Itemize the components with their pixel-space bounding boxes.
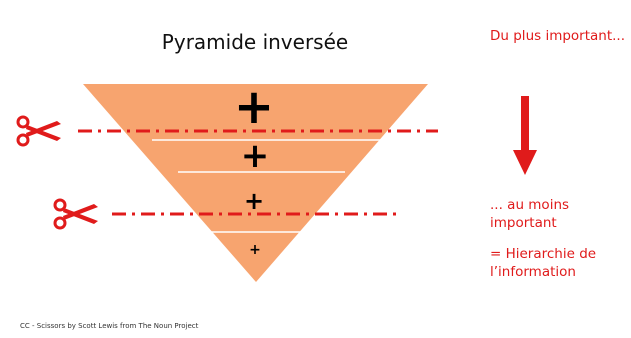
pyramid-shape xyxy=(83,84,428,282)
diagram-title: Pyramide inversée xyxy=(161,30,349,54)
note-most-important: Du plus important... xyxy=(490,28,626,44)
note-hierarchy: = Hierarchie de l’information xyxy=(490,246,597,280)
level-2-plus: + xyxy=(241,136,270,176)
level-1-plus: + xyxy=(234,79,274,135)
down-arrow-icon xyxy=(513,96,537,175)
level-4-plus: + xyxy=(249,242,261,258)
level-3-plus: + xyxy=(244,187,264,215)
scissors-icon xyxy=(53,198,98,230)
note-least-important: ... au moins important xyxy=(490,197,570,231)
scissors-icon xyxy=(16,115,61,147)
image-credit: CC - Scissors by Scott Lewis from The No… xyxy=(20,322,199,330)
